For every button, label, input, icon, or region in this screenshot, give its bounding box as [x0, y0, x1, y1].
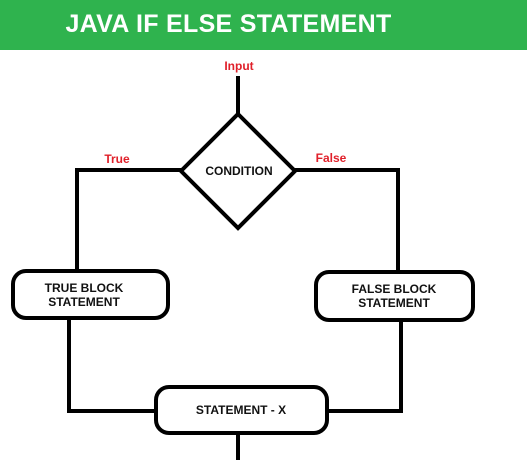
false-to-statement-line	[325, 320, 403, 413]
false-block-line-2: STATEMENT	[358, 296, 430, 310]
input-label: Input	[224, 59, 253, 73]
page-title: JAVA IF ELSE STATEMENT	[65, 10, 392, 38]
true-block-line-1: TRUE BLOCK	[45, 281, 124, 295]
condition-diamond	[178, 111, 298, 231]
title-banner: JAVA IF ELSE STATEMENT	[0, 0, 527, 50]
true-label: True	[104, 152, 130, 166]
true-to-statement-line	[67, 316, 158, 413]
condition-label: CONDITION	[205, 164, 272, 178]
false-label: False	[316, 151, 347, 165]
statement-x-label: STATEMENT - X	[196, 403, 286, 417]
false-block-box	[314, 270, 475, 322]
true-block-line-2: STATEMENT	[48, 295, 120, 309]
true-branch-line	[75, 168, 183, 273]
false-branch-line	[293, 168, 400, 274]
false-block-line-1: FALSE BLOCK	[352, 282, 437, 296]
true-block-box	[11, 269, 170, 320]
statement-x-box	[154, 385, 329, 435]
